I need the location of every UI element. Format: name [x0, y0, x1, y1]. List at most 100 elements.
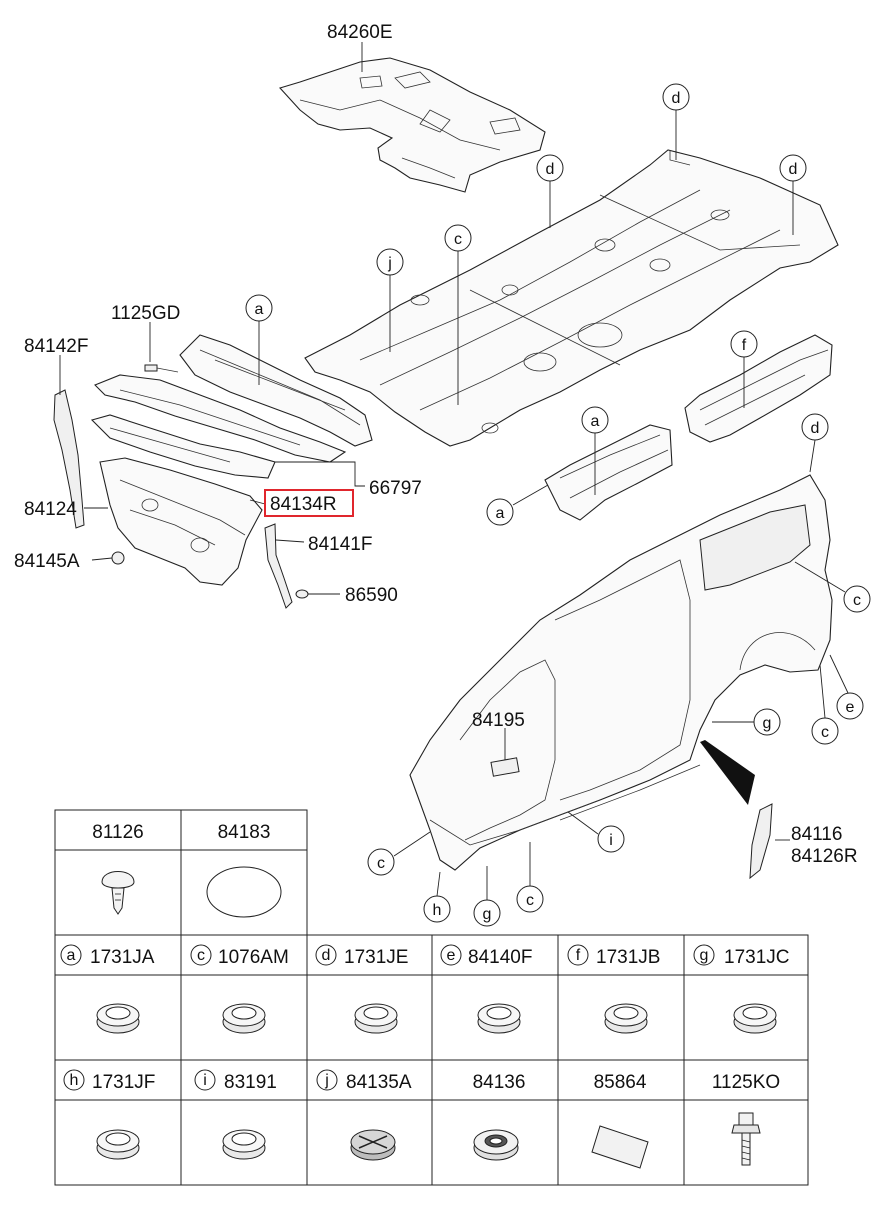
svg-text:a: a	[67, 947, 76, 964]
svg-text:c: c	[821, 724, 829, 741]
callout-i: i	[567, 811, 625, 853]
table-header-1731je: d 1731JE	[315, 944, 408, 968]
callout-a-2: a	[581, 406, 609, 495]
svg-text:g: g	[483, 906, 492, 923]
label-84141f: 84141F	[308, 534, 372, 555]
table-cell-81126: 81126	[92, 822, 143, 843]
label-84142f: 84142F	[24, 336, 88, 357]
highlight-box-84134r	[264, 489, 354, 517]
part-84142f-shape	[53, 389, 85, 529]
svg-text:a: a	[255, 301, 264, 318]
svg-text:j: j	[324, 1072, 329, 1089]
svg-text:d: d	[672, 90, 681, 107]
nut-84145a-shape	[111, 551, 125, 565]
label-84116: 84116	[791, 824, 842, 845]
table-header-1731jb: f 1731JB	[567, 944, 660, 968]
svg-text:1731JC: 1731JC	[724, 947, 790, 968]
rubber-plug-icon	[222, 1129, 266, 1160]
svg-text:e: e	[846, 699, 855, 716]
svg-text:c: c	[377, 855, 385, 872]
label-84134r: 84134R	[270, 494, 337, 515]
label-1125gd: 1125GD	[111, 303, 180, 324]
table-header-1731ja: a 1731JA	[60, 944, 155, 968]
bolt-1125gd-shape	[144, 364, 179, 373]
rubber-plug-icon	[222, 1003, 266, 1034]
label-66797: 66797	[369, 478, 422, 499]
callout-j: j	[376, 248, 404, 352]
svg-text:f: f	[742, 337, 747, 354]
table-header-1076am: c 1076AM	[190, 944, 289, 968]
callout-e: e	[829, 654, 864, 720]
leader-84145a	[91, 557, 113, 561]
rubber-plug-icon	[96, 1003, 140, 1034]
table-header-84135a: j 84135A	[316, 1069, 412, 1093]
front-crossmember-shape	[544, 424, 673, 521]
table-header-84140f: e 84140F	[440, 944, 532, 968]
part-84260e-shape	[279, 57, 546, 193]
svg-text:j: j	[387, 255, 392, 272]
svg-text:i: i	[203, 1072, 207, 1089]
svg-text:c: c	[197, 947, 205, 964]
callout-g-1: g	[712, 708, 781, 736]
svg-text:h: h	[433, 902, 442, 919]
svg-text:d: d	[546, 161, 555, 178]
svg-text:84135A: 84135A	[346, 1072, 412, 1093]
svg-text:83191: 83191	[224, 1072, 277, 1093]
callout-c-1: c	[444, 224, 472, 405]
table-header-83191: i 83191	[194, 1069, 277, 1093]
side-panel-shape	[409, 474, 833, 871]
label-86590: 86590	[345, 585, 398, 606]
svg-text:c: c	[526, 892, 534, 909]
svg-text:84140F: 84140F	[468, 947, 532, 968]
callout-a-3: a	[486, 484, 549, 526]
label-84195: 84195	[472, 710, 525, 731]
rubber-plug-icon	[96, 1129, 140, 1160]
svg-text:g: g	[700, 947, 709, 964]
rubber-plug-icon	[733, 1003, 777, 1034]
rubber-plug-icon	[604, 1003, 648, 1034]
cross-plug-icon	[350, 1129, 396, 1161]
callout-f: f	[730, 330, 758, 408]
callout-h: h	[423, 871, 451, 923]
floor-panel-shape	[304, 149, 839, 447]
label-84124: 84124	[24, 499, 77, 520]
svg-text:g: g	[763, 715, 772, 732]
callout-c-4: c	[367, 831, 431, 876]
svg-text:f: f	[576, 947, 581, 964]
svg-text:i: i	[609, 832, 613, 849]
ring-grommet-icon	[473, 1129, 519, 1161]
svg-text:d: d	[322, 947, 331, 964]
parts-table	[54, 809, 809, 1186]
part-84116-shape	[749, 803, 773, 880]
svg-text:a: a	[496, 505, 505, 522]
table-header-1731jf: h 1731JF	[63, 1069, 155, 1093]
table-header-1125ko: 1125KO	[712, 1072, 780, 1093]
square-pad-icon	[591, 1125, 649, 1169]
svg-text:1731JF: 1731JF	[92, 1072, 155, 1093]
oval-pad-icon	[206, 866, 282, 918]
table-header-85864: 85864	[594, 1072, 647, 1093]
rear-crossmember-shape	[684, 334, 833, 443]
part-84141f-shape	[264, 523, 293, 609]
callout-c-3: c	[811, 664, 839, 745]
leader-84134r	[249, 499, 266, 505]
svg-text:1731JA: 1731JA	[90, 947, 155, 968]
label-84260e: 84260E	[327, 22, 393, 43]
svg-text:a: a	[591, 413, 600, 430]
rubber-plug-icon	[477, 1003, 521, 1034]
svg-text:1731JB: 1731JB	[596, 947, 660, 968]
svg-text:c: c	[853, 592, 861, 609]
svg-text:h: h	[70, 1072, 79, 1089]
leader-84141f	[275, 539, 305, 543]
cowl-inner-shape	[94, 374, 347, 463]
arrow-pointer	[700, 740, 755, 805]
rubber-plug-icon	[354, 1003, 398, 1034]
callout-g-2: g	[473, 866, 501, 927]
svg-text:d: d	[789, 161, 798, 178]
callout-c-5: c	[516, 842, 544, 913]
table-header-84136: 84136	[473, 1072, 526, 1093]
grommet-86590-shape	[295, 589, 309, 599]
callout-a-1: a	[245, 294, 273, 385]
leader-66797	[275, 461, 365, 487]
